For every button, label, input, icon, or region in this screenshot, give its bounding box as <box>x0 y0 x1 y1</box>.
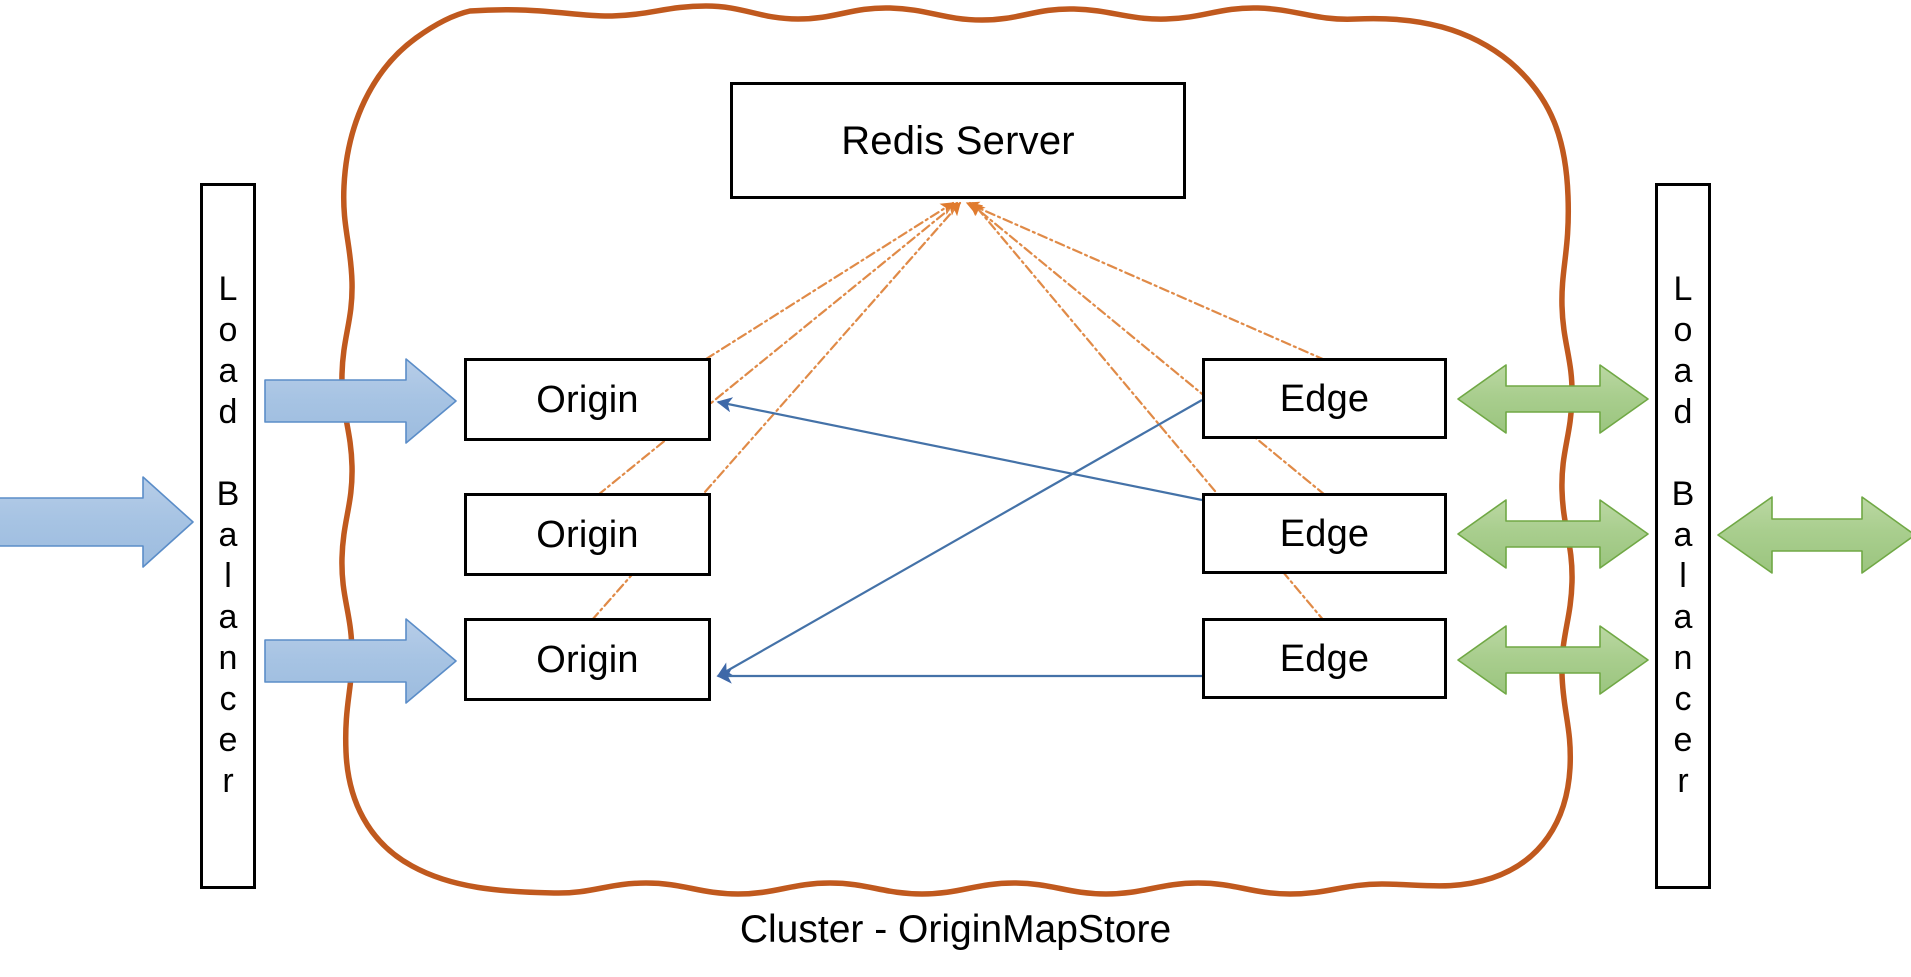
origin-node-1[interactable]: Origin <box>464 358 711 441</box>
link-edge-1-to-origin-3 <box>716 399 1203 677</box>
ingress-to-origin-1-arrow <box>264 358 457 444</box>
edge-node-3[interactable]: Edge <box>1202 618 1447 699</box>
edge-1-to-lb-arrow <box>1457 364 1649 434</box>
redis-server-node[interactable]: Redis Server <box>730 82 1186 199</box>
origin-node-3[interactable]: Origin <box>464 618 711 701</box>
lb-right-letter-9: c <box>1674 679 1692 718</box>
edge-node-3-label: Edge <box>1279 637 1370 680</box>
lb-right-letter-7: a <box>1673 597 1693 636</box>
load-balancer-left-label: L o a d B a l a n c e r <box>216 269 240 805</box>
lb-left-letter-11: r <box>222 761 234 800</box>
origin-node-2-label: Origin <box>536 513 639 556</box>
lb-left-letter-9: c <box>219 679 237 718</box>
ingress-external-arrow <box>0 476 194 568</box>
lb-left-letter-0: L <box>218 269 238 308</box>
edge-2-to-lb-arrow <box>1457 499 1649 569</box>
edge-node-2[interactable]: Edge <box>1202 493 1447 574</box>
edge-node-2-label: Edge <box>1279 512 1370 555</box>
lb-right-letter-11: r <box>1677 761 1689 800</box>
egress-external-arrow <box>1717 496 1911 574</box>
edge-node-1[interactable]: Edge <box>1202 358 1447 439</box>
lb-left-letter-5: a <box>218 515 238 554</box>
redis-link-origin-1 <box>704 201 955 361</box>
lb-left-letter-3: d <box>218 392 238 431</box>
ingress-to-origin-3-arrow <box>264 618 457 704</box>
redis-server-label: Redis Server <box>841 118 1075 163</box>
load-balancer-right-label: L o a d B a l a n c e r <box>1671 269 1695 805</box>
lb-right-letter-10: e <box>1673 720 1693 759</box>
lb-right-letter-0: L <box>1673 269 1693 308</box>
edge-origin-link-group <box>716 397 1203 684</box>
lb-right-letter-4: B <box>1671 474 1695 513</box>
lb-left-letter-7: a <box>218 597 238 636</box>
origin-node-2[interactable]: Origin <box>464 493 711 576</box>
lb-left-letter-1: o <box>218 310 238 349</box>
lb-left-letter-2: a <box>218 351 238 390</box>
lb-left-letter-10: e <box>218 720 238 759</box>
lb-left-letter-4: B <box>216 474 240 513</box>
link-edge-2-to-origin-1 <box>716 397 1203 502</box>
lb-right-letter-1: o <box>1673 310 1693 349</box>
origin-node-1-label: Origin <box>536 378 639 421</box>
redis-link-edge-1 <box>965 201 1327 362</box>
redis-link-edge-2 <box>968 201 1327 497</box>
lb-right-letter-2: a <box>1673 351 1693 390</box>
lb-right-letter-8: n <box>1673 638 1693 677</box>
lb-right-letter-6: l <box>1679 556 1687 595</box>
load-balancer-left[interactable]: L o a d B a l a n c e r <box>200 183 256 889</box>
lb-right-letter-3: d <box>1673 392 1693 431</box>
lb-left-letter-8: n <box>218 638 238 677</box>
cluster-caption: Cluster - OriginMapStore <box>739 908 1172 951</box>
load-balancer-right[interactable]: L o a d B a l a n c e r <box>1655 183 1711 889</box>
lb-right-letter-5: a <box>1673 515 1693 554</box>
edge-3-to-lb-arrow <box>1457 625 1649 695</box>
lb-left-letter-6: l <box>224 556 232 595</box>
origin-node-3-label: Origin <box>536 638 639 681</box>
edge-node-1-label: Edge <box>1279 377 1370 420</box>
redis-link-origin-2 <box>596 201 959 497</box>
